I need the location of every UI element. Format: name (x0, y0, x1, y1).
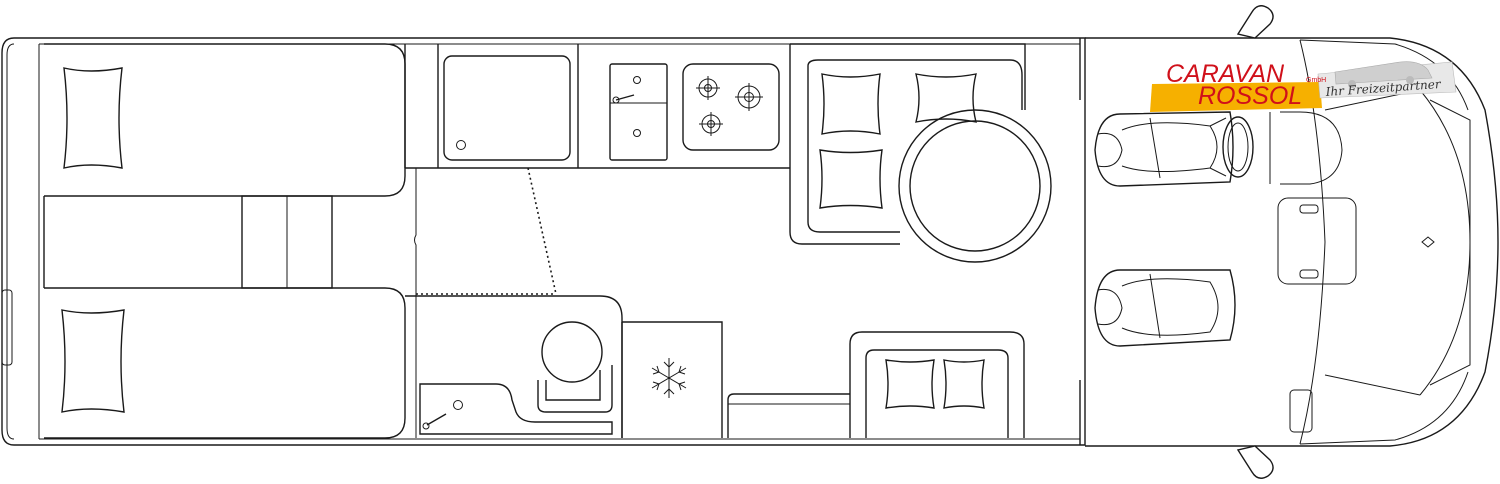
logo-yellow-band (1150, 82, 1322, 112)
logo-line-1: CARAVAN (1166, 60, 1285, 88)
bed-right (44, 287, 406, 439)
round-table (898, 109, 1052, 263)
gas-burner-icon (735, 83, 763, 111)
passenger-seat (1094, 269, 1236, 347)
gas-hob (682, 63, 780, 151)
driver-cab (1085, 5, 1499, 479)
side-bench (849, 331, 1025, 438)
logo-suffix: GmbH (1306, 77, 1326, 84)
bathroom (405, 295, 723, 438)
bathroom-washbasin (419, 383, 613, 435)
cushion (819, 149, 883, 209)
gas-burner-icon (696, 76, 720, 100)
cushion (885, 359, 935, 409)
steering-wheel-icon (1222, 116, 1254, 178)
logo-line-2: ROSSOL (1198, 82, 1302, 110)
kitchen-sink (609, 63, 668, 161)
driver-seat (1094, 111, 1234, 187)
door-swing (416, 167, 557, 295)
dashboard (1269, 111, 1357, 433)
dinette-seating (789, 43, 1026, 245)
toilet (537, 321, 613, 413)
brand-emblem-icon (1421, 236, 1435, 248)
cushion (915, 73, 977, 123)
kitchen-block (404, 44, 791, 296)
bed-left (44, 43, 406, 197)
fridge (621, 322, 687, 438)
gas-burner-icon (699, 112, 723, 136)
cushion (821, 73, 881, 135)
pillow (63, 67, 123, 169)
snowflake-icon (651, 358, 687, 398)
entrance-step (727, 393, 850, 438)
cushion (943, 359, 985, 409)
company-logo: CARAVAN ROSSOL GmbH Ihr Freizeitpartner (1150, 60, 1457, 112)
shower-tray (443, 55, 571, 161)
bed-bridge (43, 195, 333, 289)
pillow (61, 309, 125, 413)
